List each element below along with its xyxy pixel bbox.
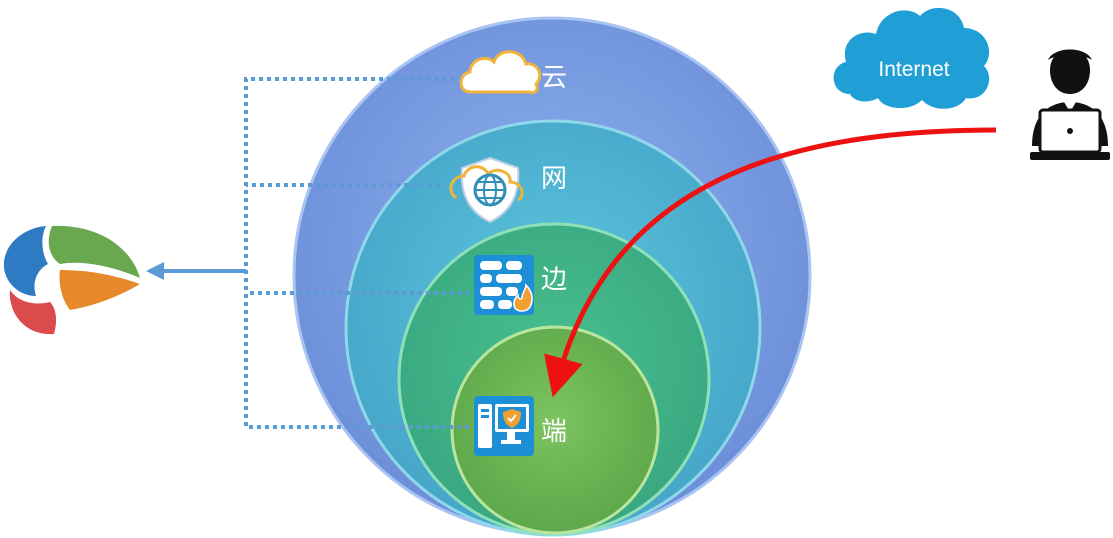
attack-path-arrow xyxy=(544,127,997,398)
internet-cloud: Internet xyxy=(833,7,990,109)
firewall-icon xyxy=(474,255,534,315)
network-layer-label: 网 xyxy=(541,164,567,194)
cloud-icon xyxy=(833,7,990,109)
connector-arrow xyxy=(146,262,246,280)
connector-cloud xyxy=(244,77,470,429)
endpoint-layer-label: 端 xyxy=(541,417,567,447)
endpoint-layer-ring xyxy=(450,325,660,535)
arrow-head-icon xyxy=(146,262,164,280)
cloud-icon xyxy=(459,50,542,95)
edge-layer-label: 边 xyxy=(541,265,567,295)
user-laptop-icon xyxy=(1030,49,1110,160)
multicolor-logo-icon xyxy=(3,225,140,335)
internet-label: Internet xyxy=(878,58,949,81)
shield-globe-icon xyxy=(449,156,524,224)
connector-lines xyxy=(244,77,478,429)
secure-computer-icon xyxy=(474,396,534,456)
cloud-layer-label: 云 xyxy=(541,63,567,93)
